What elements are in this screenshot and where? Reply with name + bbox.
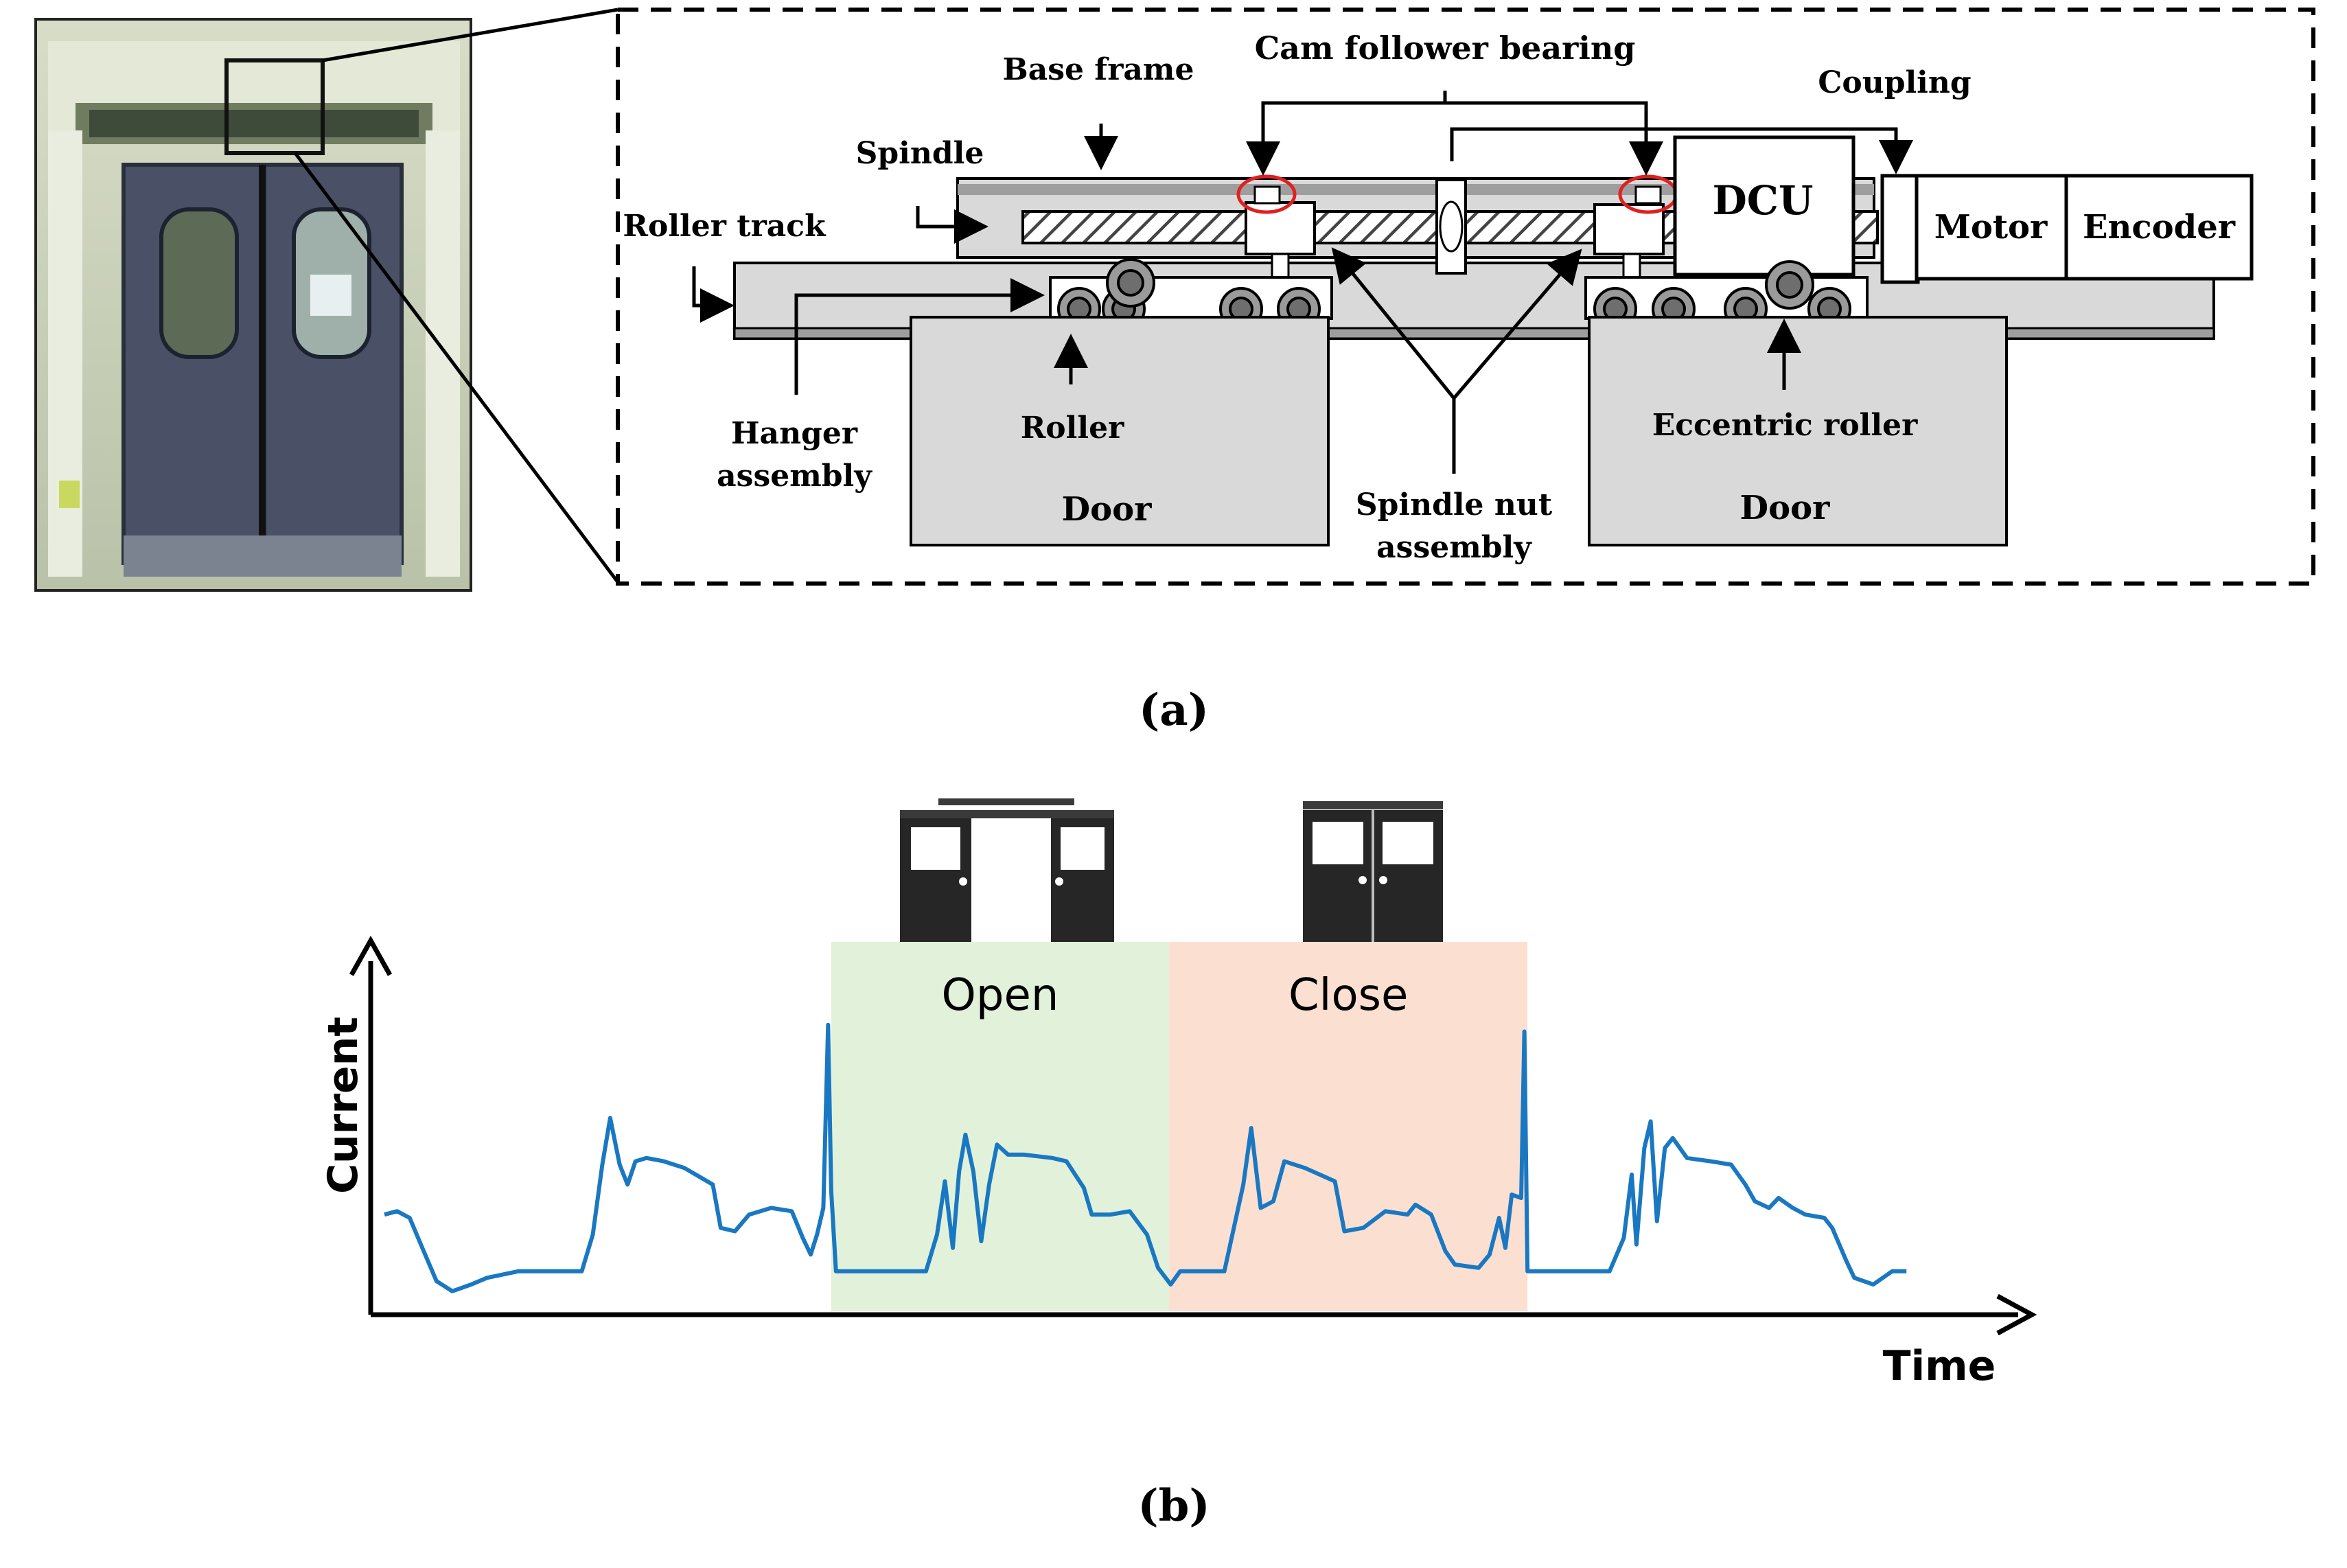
cam-follower-bearing-right <box>1634 185 1662 205</box>
label-spindle-nut-1: Spindle nut <box>1356 487 1553 522</box>
label-coupling: Coupling <box>1818 65 1971 100</box>
phase-region-open <box>831 942 1170 1311</box>
caption-a: (a) <box>1139 684 1209 736</box>
inset-frame <box>616 8 2315 586</box>
zoom-line-bottom <box>294 152 619 584</box>
label-dcu: DCU <box>1712 177 1813 224</box>
phase-label-open: Open <box>942 970 1059 1021</box>
closed-door-icon <box>1303 801 1443 942</box>
chart-axes <box>349 935 2037 1336</box>
zoom-line-top <box>322 8 618 62</box>
motor-box <box>1915 174 2068 281</box>
leader-arrows <box>692 91 1913 474</box>
label-hanger-assembly-1: Hanger <box>731 416 858 451</box>
label-eccentric-roller: Eccentric roller <box>1652 408 1918 443</box>
dcu-box <box>1673 135 1855 277</box>
y-axis-label: Current <box>319 1017 367 1194</box>
label-motor: Motor <box>1934 208 2048 246</box>
label-spindle-nut-2: assembly <box>1376 530 1532 565</box>
label-encoder: Encoder <box>2083 208 2236 246</box>
caption-b: (b) <box>1137 1480 1210 1532</box>
x-axis-label: Time <box>1883 1342 1996 1390</box>
door-left <box>910 316 1330 546</box>
door-right <box>1588 316 2008 546</box>
label-door-right: Door <box>1740 489 1831 527</box>
label-roller-track: Roller track <box>623 209 826 244</box>
phase-label-close: Close <box>1288 970 1408 1021</box>
open-door-icon <box>900 798 1114 942</box>
label-cam-follower-bearing: Cam follower bearing <box>1255 30 1636 67</box>
series-line-current <box>384 1022 1907 1293</box>
encoder-box <box>2064 174 2254 281</box>
cam-follower-bearing-left <box>1253 185 1281 205</box>
coupling <box>1880 174 1920 284</box>
label-door-left: Door <box>1062 490 1153 529</box>
label-roller: Roller <box>1021 411 1124 446</box>
door-photo <box>34 18 472 592</box>
label-hanger-assembly-2: assembly <box>717 459 872 494</box>
label-spindle: Spindle <box>856 136 984 171</box>
label-base-frame: Base frame <box>1003 52 1194 87</box>
